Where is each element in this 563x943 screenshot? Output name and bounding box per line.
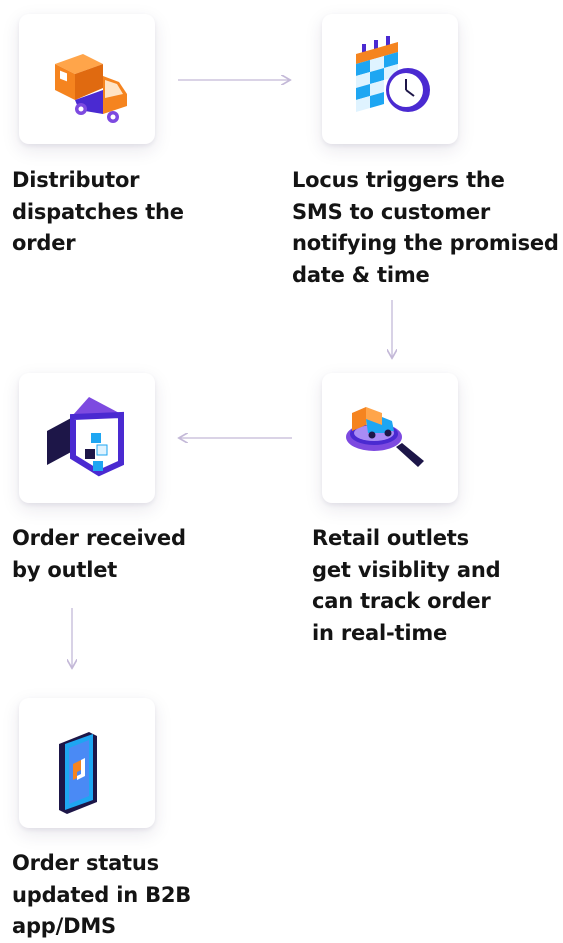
- step-card-status: [19, 698, 155, 828]
- warehouse-icon: [47, 397, 124, 477]
- step-label-status: Order status updated in B2B app/DMS: [12, 851, 192, 938]
- magnifier-truck-icon: [346, 407, 424, 467]
- step-label-tracking: Retail outlets get visiblity and can tra…: [312, 526, 501, 645]
- step-label-sms: Locus triggers the SMS to customer notif…: [292, 168, 559, 287]
- step-label-dispatch: Distributor dispatches the order: [12, 168, 184, 255]
- step-card-sms: [322, 14, 458, 144]
- delivery-truck-icon: [55, 54, 127, 123]
- step-card-dispatch: [19, 14, 155, 144]
- step-card-tracking: [322, 373, 458, 503]
- smartphone-app-icon: [59, 732, 97, 814]
- step-label-received: Order received by outlet: [12, 526, 186, 582]
- calendar-clock-icon: [356, 36, 430, 112]
- step-card-received: [19, 373, 155, 503]
